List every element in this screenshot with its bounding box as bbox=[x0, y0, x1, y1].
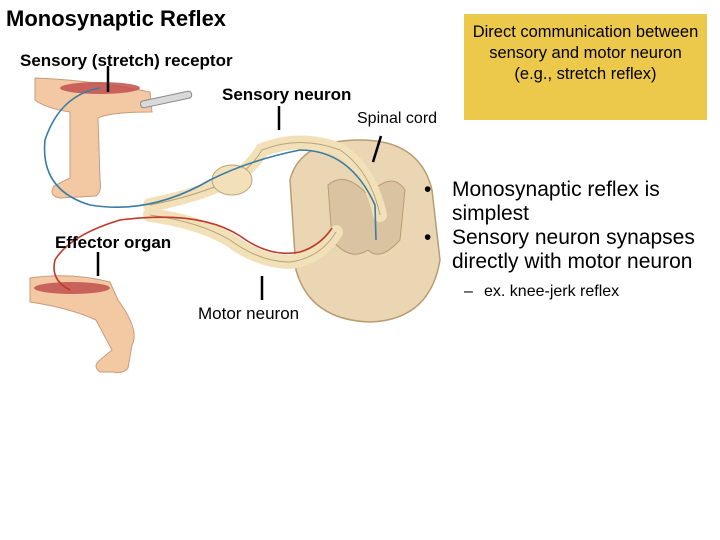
bullet-item: • Monosynaptic reflex is simplest bbox=[422, 178, 712, 226]
bullet-text: Monosynaptic reflex is simplest bbox=[452, 178, 660, 225]
motor-nerve-fiber bbox=[53, 216, 333, 291]
sub-bullet-text: ex. knee-jerk reflex bbox=[484, 283, 620, 300]
motor-neuron-illustration bbox=[143, 208, 343, 270]
spinal-cord-pointer bbox=[371, 135, 383, 163]
lower-leg-illustration bbox=[29, 275, 135, 373]
bullet-dot: • bbox=[424, 178, 432, 201]
bullet-item: • Sensory neuron synapses directly with … bbox=[422, 226, 712, 274]
bullet-list: • Monosynaptic reflex is simplest • Sens… bbox=[422, 178, 712, 302]
bullet-text: Sensory neuron synapses directly with mo… bbox=[452, 226, 695, 273]
sub-bullet-dash: – bbox=[464, 283, 473, 300]
upper-leg-illustration bbox=[34, 77, 193, 199]
bullet-dot: • bbox=[424, 226, 432, 249]
page-title: Monosynaptic Reflex bbox=[6, 6, 227, 31]
sensory-neuron-illustration bbox=[143, 135, 387, 222]
sensory-neuron-label: Sensory neuron bbox=[222, 85, 352, 104]
effector-organ-label: Effector organ bbox=[55, 233, 172, 252]
sub-bullet-item: – ex. knee-jerk reflex bbox=[422, 282, 712, 302]
motor-neuron-label: Motor neuron bbox=[198, 304, 300, 323]
receptor-label: Sensory (stretch) receptor bbox=[20, 51, 233, 70]
sensory-nerve-fiber bbox=[43, 87, 377, 241]
spinal-cord-label: Spinal cord bbox=[357, 110, 438, 127]
callout-box: Direct communication between sensory and… bbox=[464, 14, 707, 120]
